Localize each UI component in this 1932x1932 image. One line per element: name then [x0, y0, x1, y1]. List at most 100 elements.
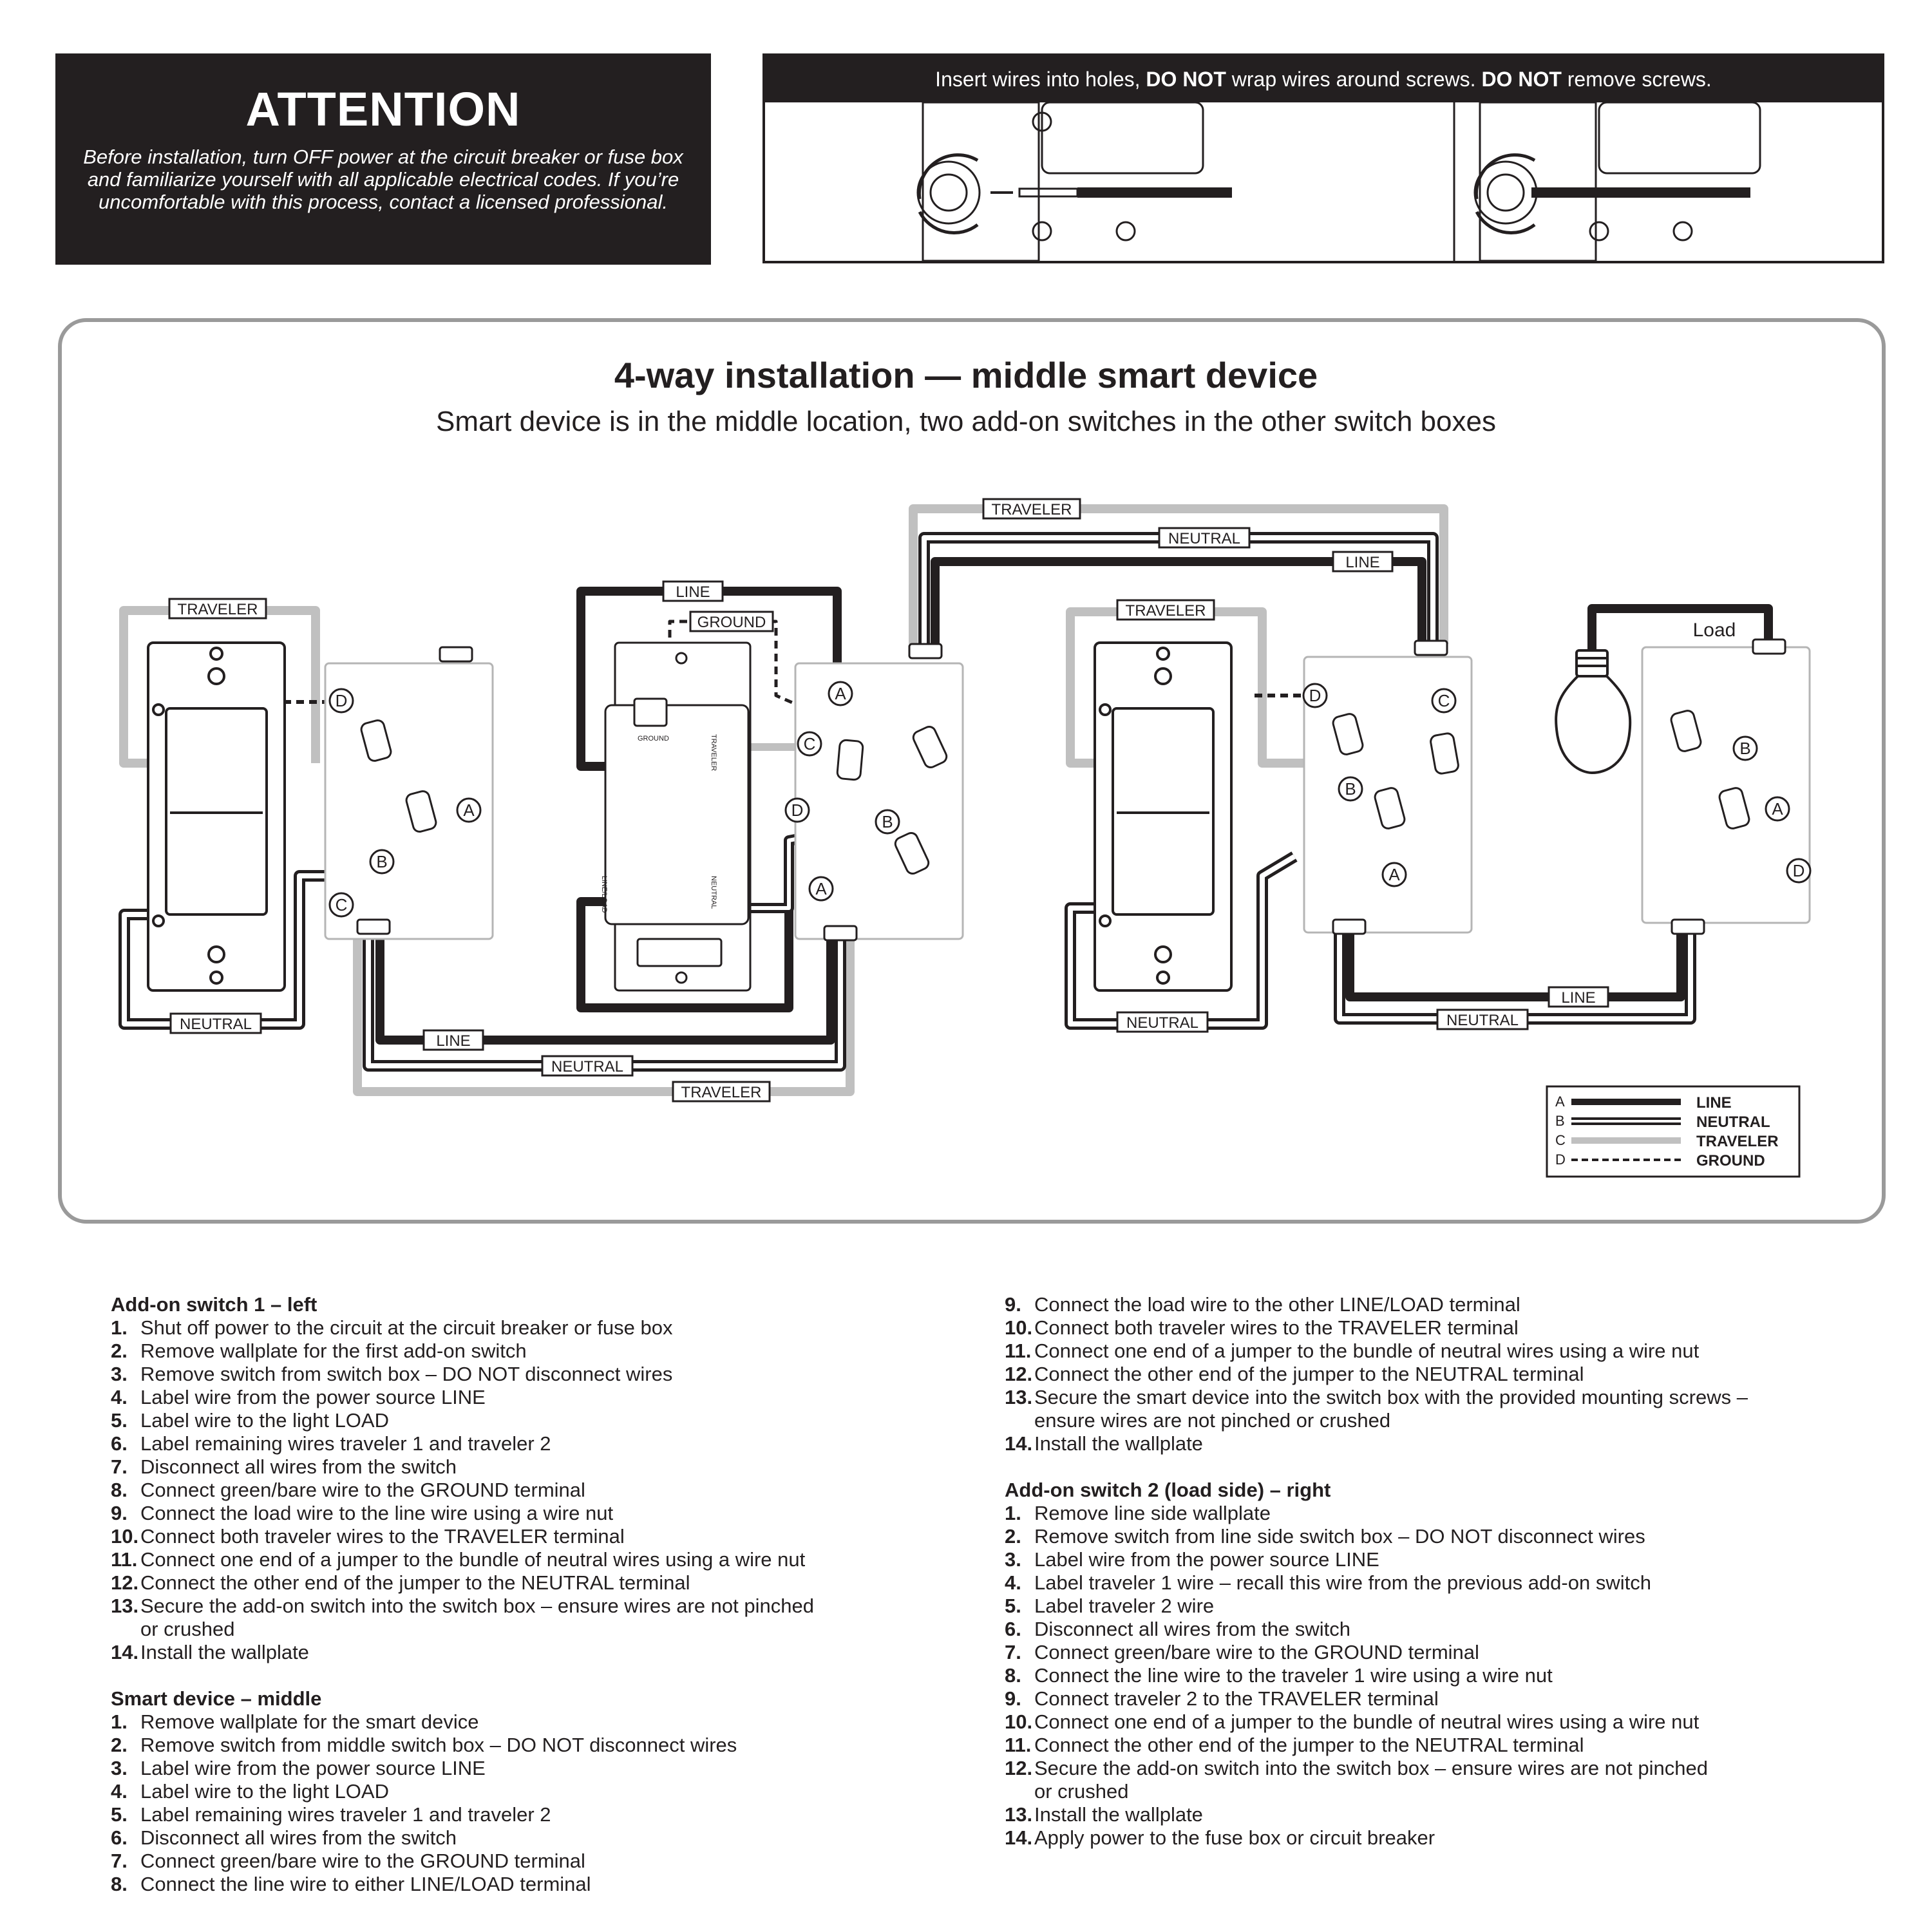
- tag-traveler: TRAVELER: [992, 501, 1072, 518]
- addon-switch-right: [1094, 641, 1233, 992]
- step-text: Label remaining wires traveler 1 and tra…: [140, 1803, 551, 1826]
- legend-ground: GROUND: [1696, 1152, 1765, 1170]
- step-text: Connect the other end of the jumper to t…: [140, 1571, 690, 1594]
- step-text: Disconnect all wires from the switch: [140, 1826, 457, 1849]
- step-item: ensure wires are not pinched or crushed: [1005, 1409, 1893, 1432]
- step-text: Disconnect all wires from the switch: [140, 1455, 457, 1478]
- tag-traveler: TRAVELER: [1126, 602, 1206, 620]
- step-number: 14.: [111, 1641, 139, 1663]
- terminal-lineload-label: LINE/LOAD: [600, 876, 608, 913]
- step-text: Connect the line wire to either LINE/LOA…: [140, 1873, 591, 1895]
- step-item: 5.Label remaining wires traveler 1 and t…: [111, 1803, 948, 1826]
- steps-smart-continued: 9.Connect the load wire to the other LIN…: [1005, 1293, 1893, 1455]
- step-number: 12.: [111, 1571, 139, 1594]
- step-text: Remove switch from switch box – DO NOT d…: [140, 1363, 673, 1385]
- marker-a: A: [835, 684, 846, 703]
- step-item: 3.Label wire from the power source LINE: [1005, 1548, 1893, 1571]
- step-text: Disconnect all wires from the switch: [1034, 1618, 1350, 1640]
- attention-body: Before installation, turn OFF power at t…: [83, 146, 683, 213]
- step-text: Label wire from the power source LINE: [140, 1757, 486, 1779]
- step-item: 1. Remove wallplate for the smart device: [111, 1710, 948, 1734]
- step-text: Connect both traveler wires to the TRAVE…: [140, 1525, 625, 1548]
- step-item: 10.Connect both traveler wires to the TR…: [1005, 1316, 1893, 1340]
- tag-line: LINE: [676, 583, 710, 601]
- wire-insert-banner: Insert wires into holes, DO NOT wrap wir…: [765, 56, 1882, 102]
- insert-bold: DO NOT: [1481, 68, 1562, 91]
- step-text: Connect one end of a jumper to the bundl…: [140, 1548, 806, 1571]
- legend: A B C D LINE NEUTRAL TRAVELER GROUND: [1546, 1085, 1801, 1178]
- step-item: 11.Connect the other end of the jumper t…: [1005, 1734, 1893, 1757]
- wire-insert-illustration: [916, 102, 1761, 261]
- step-item: 13.Secure the add-on switch into the swi…: [111, 1595, 948, 1618]
- step-number: 1.: [111, 1710, 128, 1733]
- tag-neutral: NEUTRAL: [1126, 1014, 1198, 1032]
- step-item: 9.Connect traveler 2 to the TRAVELER ter…: [1005, 1687, 1893, 1710]
- step-number: 2.: [111, 1734, 128, 1756]
- attention-title: ATTENTION: [245, 82, 521, 136]
- step-item: 2.Remove wallplate for the first add-on …: [111, 1340, 948, 1363]
- marker-b: B: [1345, 779, 1356, 799]
- section-heading-addon1: Add-on switch 1 – left: [111, 1293, 317, 1316]
- step-text: Label remaining wires traveler 1 and tra…: [140, 1432, 551, 1455]
- legend-key-d: D: [1555, 1151, 1566, 1168]
- step-item: 11.Connect one end of a jumper to the bu…: [111, 1548, 948, 1571]
- marker-d: D: [791, 800, 804, 820]
- legend-traveler: TRAVELER: [1696, 1133, 1779, 1150]
- marker-d: D: [1309, 686, 1321, 705]
- step-text: Label traveler 1 wire – recall this wire…: [1034, 1571, 1651, 1594]
- marker-c: C: [1438, 691, 1450, 710]
- instructions-left-column: Add-on switch 1 – left 1.Shut off power …: [111, 1293, 948, 1896]
- step-item: 7.Disconnect all wires from the switch: [111, 1455, 948, 1479]
- step-number: 9.: [1005, 1687, 1021, 1710]
- step-item: 5. Label wire to the light LOAD: [111, 1409, 948, 1432]
- step-number: 2.: [1005, 1525, 1021, 1548]
- marker-d: D: [336, 691, 348, 710]
- step-text: Remove wallplate for the smart device: [140, 1710, 479, 1733]
- step-item: or crushed: [1005, 1780, 1893, 1803]
- step-text: Remove switch from middle switch box – D…: [140, 1734, 737, 1756]
- section-heading-smart: Smart device – middle: [111, 1687, 322, 1710]
- steps-addon1: 1.Shut off power to the circuit at the c…: [111, 1316, 948, 1664]
- step-item: 14.Apply power to the fuse box or circui…: [1005, 1826, 1893, 1850]
- step-item: 4.Label wire to the light LOAD: [111, 1780, 948, 1803]
- step-text: ensure wires are not pinched or crushed: [1034, 1409, 1391, 1432]
- wire-nuts: [360, 710, 1750, 875]
- marker-a: A: [815, 879, 827, 898]
- step-item: 2. Remove switch from middle switch box –…: [111, 1734, 948, 1757]
- step-item: 12.Connect the other end of the jumper t…: [1005, 1363, 1893, 1386]
- step-text: Label wire to the light LOAD: [140, 1409, 389, 1432]
- insert-text: wrap wires around screws.: [1226, 68, 1482, 91]
- step-item: 12.Secure the add-on switch into the swi…: [1005, 1757, 1893, 1780]
- step-item: 14.Install the wallplate: [111, 1641, 948, 1664]
- step-item: 7.Connect green/bare wire to the GROUND …: [111, 1850, 948, 1873]
- step-number: 5.: [111, 1409, 128, 1432]
- step-item: 5.Label traveler 2 wire: [1005, 1595, 1893, 1618]
- step-item: 4.Label wire from the power source LINE: [111, 1386, 948, 1409]
- wire-markers: [328, 681, 1812, 918]
- step-text: Install the wallplate: [1034, 1803, 1203, 1826]
- terminal-traveler-label: TRAVELER: [710, 734, 717, 771]
- step-number: 10.: [1005, 1710, 1033, 1733]
- marker-a: A: [1388, 865, 1400, 884]
- step-text: Connect green/bare wire to the GROUND te…: [140, 1850, 585, 1872]
- marker-b: B: [376, 852, 387, 871]
- terminal-right: [1473, 102, 1761, 261]
- light-bulb-icon: [1555, 649, 1632, 775]
- step-number: 10.: [111, 1525, 139, 1548]
- marker-d: D: [1793, 861, 1805, 880]
- step-item: 11.Connect one end of a jumper to the bu…: [1005, 1340, 1893, 1363]
- diagram-subtitle: Smart device is in the middle location, …: [436, 406, 1496, 437]
- step-text: Connect both traveler wires to the TRAVE…: [1034, 1316, 1519, 1339]
- legend-key-c: C: [1555, 1132, 1566, 1148]
- step-item: 10.Connect one end of a jumper to the bu…: [1005, 1710, 1893, 1734]
- insert-bold: DO NOT: [1146, 68, 1226, 91]
- step-number: 14.: [1005, 1826, 1033, 1849]
- step-item: 6.Disconnect all wires from the switch: [111, 1826, 948, 1850]
- diagram-panel: [58, 318, 1886, 1224]
- tag-neutral: NEUTRAL: [551, 1058, 623, 1075]
- step-text: Remove switch from line side switch box …: [1034, 1525, 1645, 1548]
- step-number: 3.: [111, 1363, 128, 1385]
- tag-traveler: TRAVELER: [178, 601, 258, 618]
